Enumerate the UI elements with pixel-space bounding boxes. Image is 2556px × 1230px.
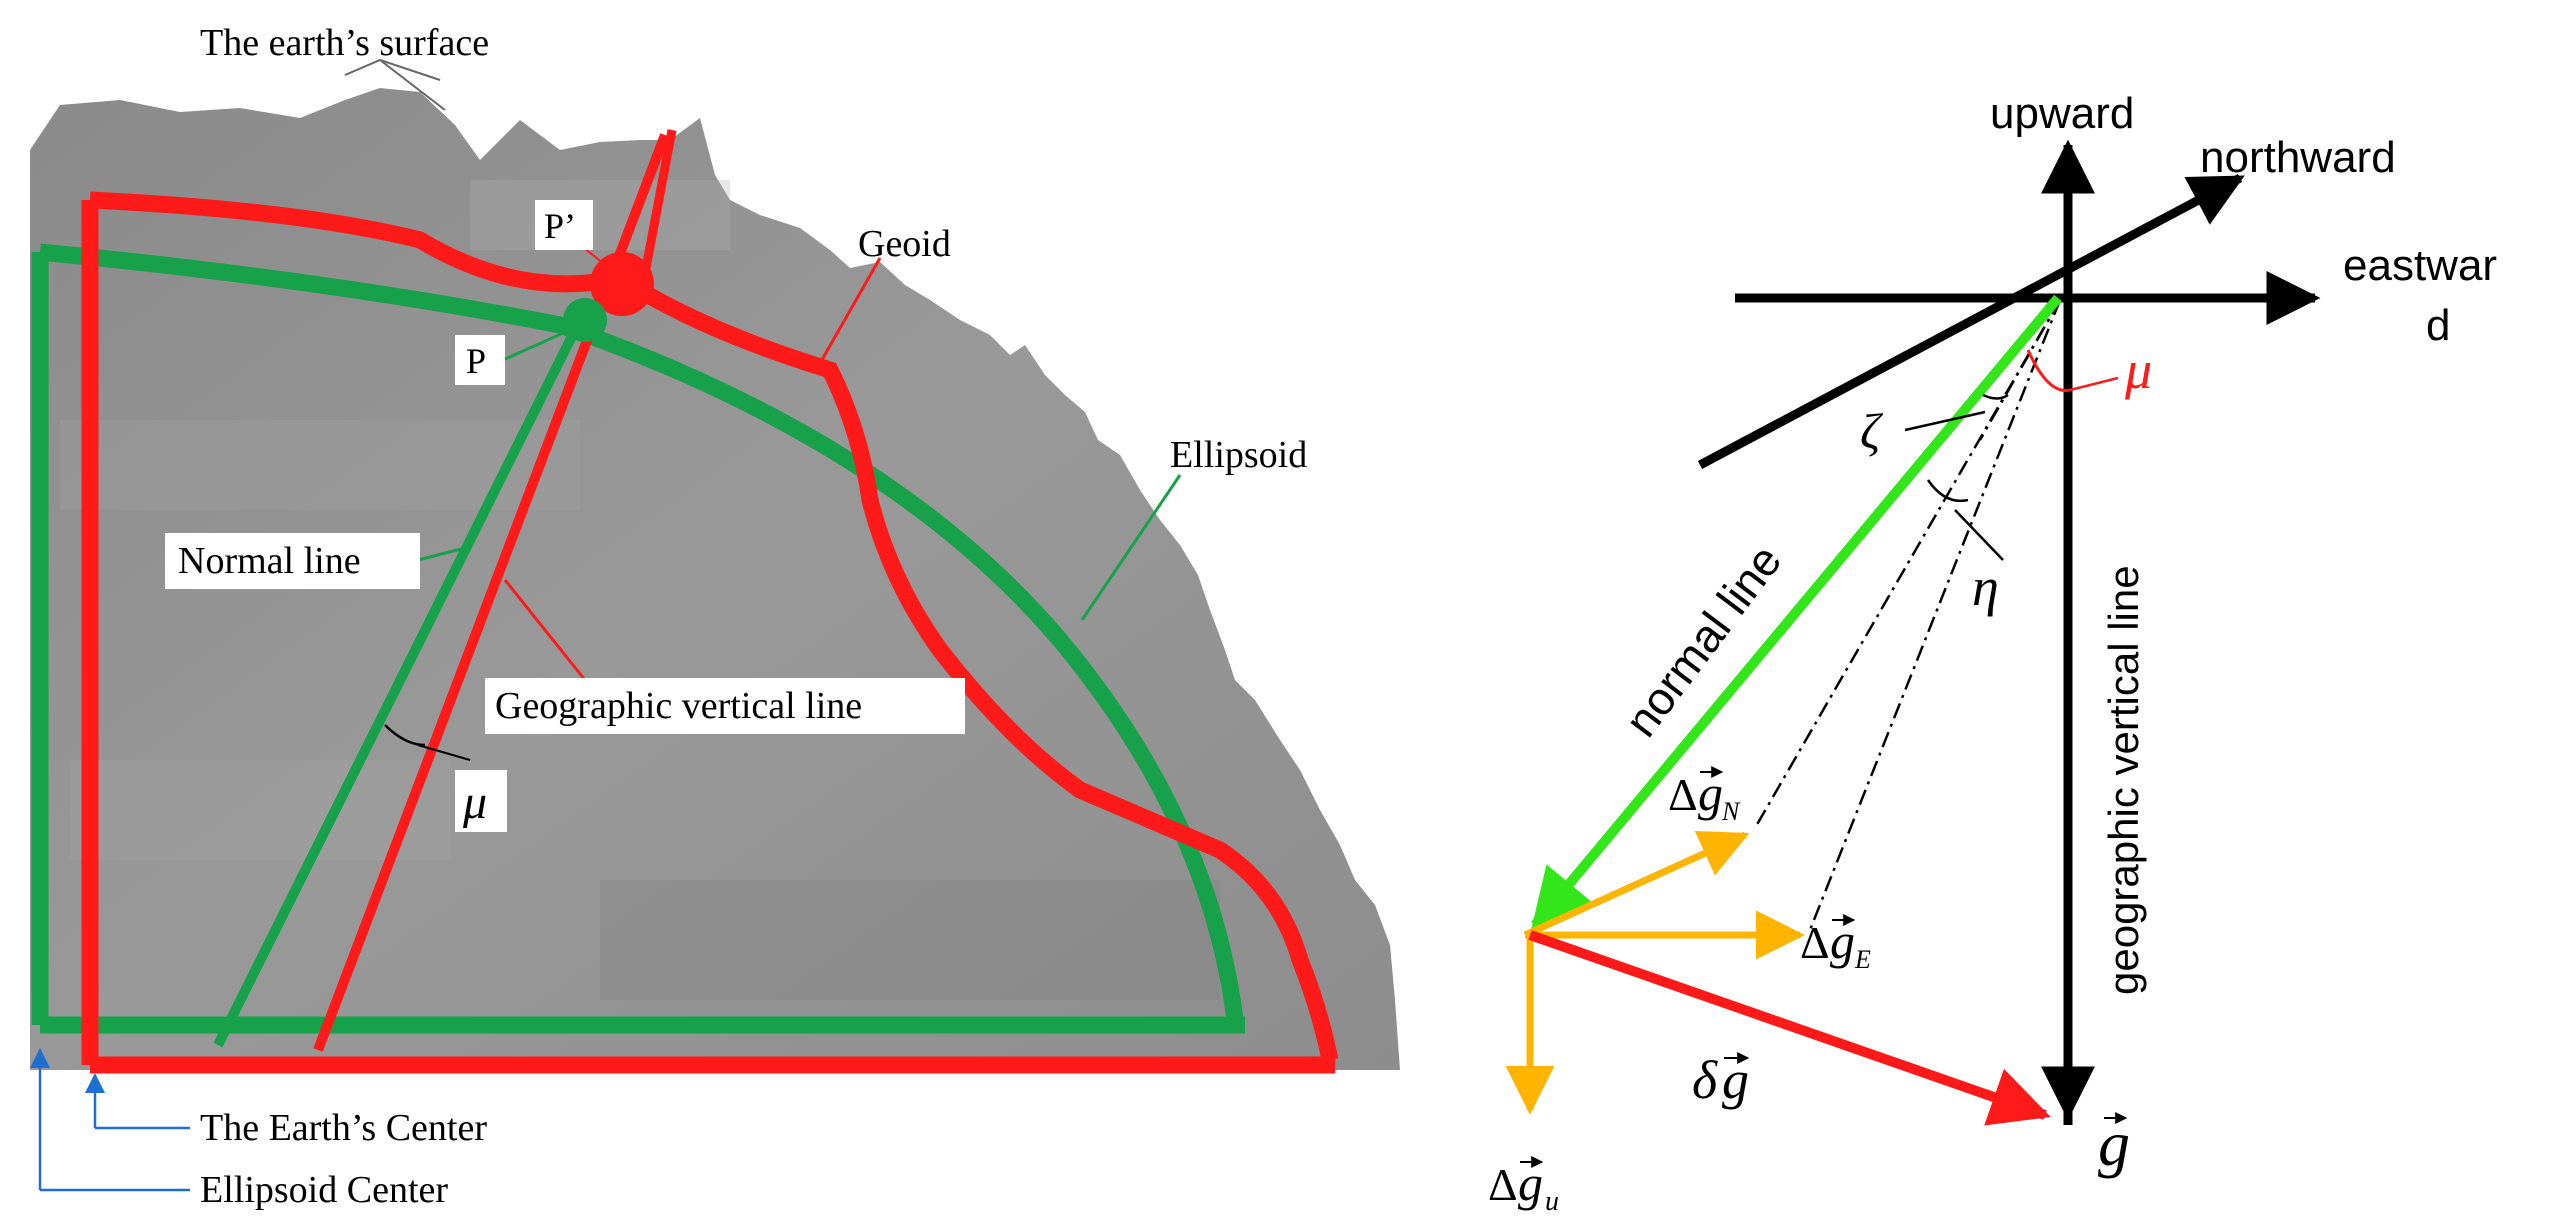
earth-terrain bbox=[30, 88, 1400, 1070]
zeta-leader bbox=[1904, 410, 1986, 432]
normal-line-label: normal line bbox=[1614, 535, 1791, 746]
terrain-patch bbox=[70, 760, 450, 860]
eta-leader bbox=[1954, 509, 2004, 561]
point-p-marker bbox=[563, 298, 607, 342]
delta-symbol: Δ bbox=[1668, 769, 1698, 820]
zeta-label: ζ bbox=[1860, 403, 1884, 459]
delta-g-north-label: Δ g N bbox=[1668, 765, 1741, 826]
small-delta-symbol: δ bbox=[1692, 1050, 1718, 1110]
ellipsoid-curve bbox=[39, 243, 1244, 1022]
east-projection-line bbox=[1808, 299, 2062, 931]
delta-g-north-vector bbox=[1523, 830, 1750, 939]
earth-surface-leader-2 bbox=[379, 59, 446, 111]
zeta-arc bbox=[1982, 393, 2009, 400]
gravity-g-label: g bbox=[2098, 1108, 2130, 1179]
east-subscript: E bbox=[1854, 945, 1871, 974]
g-symbol: g bbox=[1830, 913, 1855, 969]
point-p-prime-marker bbox=[590, 252, 654, 316]
p-leader bbox=[502, 328, 571, 362]
geoid-curve bbox=[89, 191, 1339, 1062]
eastward-label-line1: eastwar bbox=[2343, 241, 2497, 290]
geographic-vertical-leader bbox=[503, 579, 587, 681]
terrain-patch bbox=[600, 880, 1220, 1000]
geographic-vertical-label: Geographic vertical line bbox=[495, 685, 862, 727]
normal-line bbox=[213, 307, 590, 1048]
point-p-label: P bbox=[466, 341, 486, 381]
delta-g-up-label: Δ g u bbox=[1488, 1155, 1559, 1217]
mu-label: μ bbox=[2124, 340, 2152, 400]
northward-label: northward bbox=[2200, 133, 2396, 182]
ellipsoid-center-label: Ellipsoid Center bbox=[200, 1169, 448, 1211]
geographic-vertical-label: geographic vertical line bbox=[2100, 565, 2147, 995]
p-label-box bbox=[455, 335, 505, 385]
delta-symbol: Δ bbox=[1800, 917, 1830, 968]
mu-label: μ bbox=[462, 776, 487, 829]
eta-label: η bbox=[1972, 557, 1999, 617]
delta-g-east-label: Δ g E bbox=[1800, 913, 1871, 974]
left-panel: The earth’s surface Geoid Ellipsoid P’ P… bbox=[30, 22, 1400, 1211]
normal-line-label: Normal line bbox=[178, 540, 361, 582]
geoid-label: Geoid bbox=[858, 223, 951, 265]
small-delta-g-label: δ g bbox=[1692, 1050, 1750, 1110]
normal-line-leader bbox=[417, 546, 466, 562]
normal-line-vector bbox=[1531, 294, 2062, 930]
mu-leader bbox=[417, 744, 471, 761]
p-prime-label-box bbox=[535, 200, 593, 250]
earth-surface-label: The earth’s surface bbox=[200, 22, 489, 64]
mu-angle-arc bbox=[2026, 349, 2071, 392]
north-subscript: N bbox=[1721, 797, 1741, 826]
geoid-leader bbox=[813, 257, 882, 373]
delta-g-vector bbox=[1528, 930, 2051, 1126]
ellipsoid-label: Ellipsoid bbox=[1170, 434, 1307, 476]
delta-symbol: Δ bbox=[1488, 1159, 1518, 1210]
vertical-projection-line bbox=[1978, 299, 2062, 441]
ellipsoid-leader bbox=[1080, 474, 1182, 621]
right-panel: upward northward eastwar d μ ζ η normal … bbox=[1488, 89, 2497, 1217]
earth-center-label: The Earth’s Center bbox=[200, 1107, 487, 1149]
mu-angle-arc bbox=[384, 724, 426, 747]
mu-label-box bbox=[455, 770, 507, 832]
north-projection-line bbox=[1753, 299, 2062, 829]
terrain-patch bbox=[60, 420, 580, 510]
eastward-label-line2: d bbox=[2426, 301, 2450, 350]
g-symbol: g bbox=[1518, 1155, 1543, 1211]
normal-line-label-box bbox=[165, 533, 420, 589]
point-p-prime-label: P’ bbox=[544, 206, 576, 246]
eta-arc bbox=[1926, 479, 1969, 503]
up-subscript: u bbox=[1545, 1186, 1559, 1217]
geographic-vertical-label-box bbox=[485, 678, 965, 734]
mu-leader bbox=[2069, 376, 2119, 392]
terrain-patch bbox=[470, 180, 730, 250]
northward-axis bbox=[1697, 174, 2245, 469]
upward-label: upward bbox=[1990, 89, 2134, 138]
g-symbol: g bbox=[1698, 765, 1723, 821]
